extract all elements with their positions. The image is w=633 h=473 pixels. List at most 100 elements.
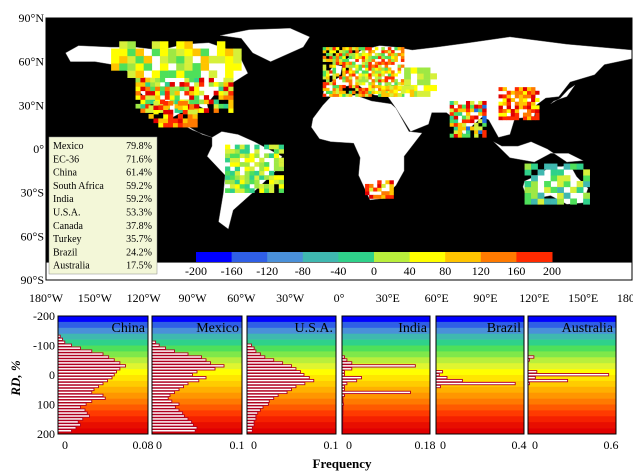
- rd-pixel: [387, 82, 392, 86]
- y-tick-label: 200: [37, 427, 55, 441]
- rd-pixel: [527, 116, 532, 121]
- rd-pixel: [177, 105, 184, 110]
- rd-pixel: [332, 50, 337, 54]
- rd-pixel: [150, 82, 156, 87]
- rd-pixel: [239, 144, 245, 150]
- rd-pixel: [371, 67, 376, 71]
- histogram-bar: [246, 361, 284, 365]
- rd-pixel: [348, 64, 353, 68]
- rd-pixel: [365, 90, 369, 94]
- rd-pixel: [332, 64, 337, 68]
- rd-pixel: [391, 61, 395, 65]
- rd-pixel: [502, 108, 507, 113]
- rd-pixel: [365, 61, 369, 65]
- histogram-bar: [151, 405, 176, 409]
- histogram-bar: [151, 370, 198, 374]
- rd-pixel: [127, 48, 136, 57]
- rd-pixel: [348, 76, 353, 80]
- histogram-bar: [57, 364, 126, 368]
- rd-pixel: [223, 82, 229, 87]
- rd-pixel: [339, 87, 343, 92]
- rd-pixel: [502, 87, 507, 92]
- rd-pixel: [244, 175, 250, 180]
- rd-pixel: [394, 82, 398, 86]
- rd-pixel: [184, 63, 193, 71]
- rd-pixel: [368, 52, 372, 57]
- histogram-bar: [57, 355, 110, 359]
- rd-pixel: [550, 169, 558, 176]
- rd-band: [528, 327, 616, 334]
- rd-pixel: [348, 55, 353, 60]
- rd-pixel: [163, 109, 169, 115]
- histogram-bar: [57, 387, 95, 392]
- latitude-tick-label: 30°N: [19, 98, 45, 112]
- rd-pixel: [153, 100, 159, 106]
- rd-pixel: [457, 133, 463, 138]
- rd-band: [152, 422, 242, 429]
- rd-pixel: [332, 87, 337, 92]
- rd-band: [528, 357, 616, 364]
- rd-pixel: [355, 50, 359, 54]
- rd-pixel: [506, 98, 512, 102]
- rd-pixel: [249, 175, 255, 180]
- histogram-bar: [435, 376, 448, 380]
- rd-band: [436, 392, 524, 399]
- rd-pixel: [225, 166, 231, 172]
- rd-pixel: [332, 76, 337, 80]
- table-value-label: 17.5%: [126, 261, 152, 272]
- rd-pixel: [199, 99, 205, 105]
- rd-pixel: [345, 79, 350, 83]
- rd-pixel: [457, 104, 463, 109]
- histogram-bar: [341, 361, 353, 365]
- rd-pixel: [384, 61, 389, 65]
- rd-pixel: [377, 183, 382, 188]
- colorbar-tick-label: 80: [439, 264, 451, 278]
- rd-pixel: [244, 188, 250, 193]
- rd-pixel: [143, 55, 153, 64]
- rd-pixel: [576, 181, 584, 188]
- rd-pixel: [332, 67, 337, 71]
- rd-pixel: [111, 48, 120, 57]
- rd-pixel: [322, 55, 327, 60]
- rd-pixel: [259, 188, 265, 193]
- rd-pixel: [269, 183, 275, 189]
- rd-pixel: [365, 52, 369, 57]
- rd-pixel: [371, 73, 376, 77]
- rd-pixel: [389, 194, 394, 199]
- histogram-bar: [57, 361, 121, 365]
- rd-pixel: [249, 153, 255, 159]
- rd-pixel: [430, 84, 437, 92]
- rd-band: [342, 316, 430, 323]
- histogram-bar: [151, 349, 175, 353]
- rd-pixel: [335, 55, 340, 60]
- rd-pixel: [457, 111, 463, 116]
- rd-pixel: [522, 101, 528, 106]
- rd-pixel: [264, 166, 270, 172]
- rd-band: [247, 428, 336, 435]
- rd-band: [152, 339, 242, 346]
- rd-pixel: [233, 63, 242, 71]
- rd-pixel: [329, 52, 333, 57]
- rd-pixel: [159, 108, 166, 113]
- histogram-bar: [246, 411, 259, 415]
- colorbar-tick-label: 200: [543, 264, 561, 278]
- rd-pixel: [384, 67, 389, 71]
- rd-pixel: [465, 108, 471, 113]
- rd-pixel: [514, 94, 520, 99]
- rd-pixel: [225, 188, 231, 193]
- rd-pixel: [368, 84, 372, 89]
- rd-pixel: [264, 144, 270, 150]
- rd-pixel: [522, 90, 528, 95]
- table-region-label: Canada: [53, 221, 84, 232]
- rd-pixel: [482, 130, 487, 135]
- rd-pixel: [145, 108, 151, 113]
- rd-pixel: [228, 82, 234, 87]
- histogram-bar: [57, 376, 113, 380]
- table-region-label: Turkey: [53, 234, 82, 245]
- colorbar-cell: [267, 252, 304, 262]
- rd-pixel: [401, 89, 407, 94]
- rd-pixel: [498, 101, 503, 106]
- rd-pixel: [182, 105, 188, 110]
- rd-pixel: [524, 186, 532, 193]
